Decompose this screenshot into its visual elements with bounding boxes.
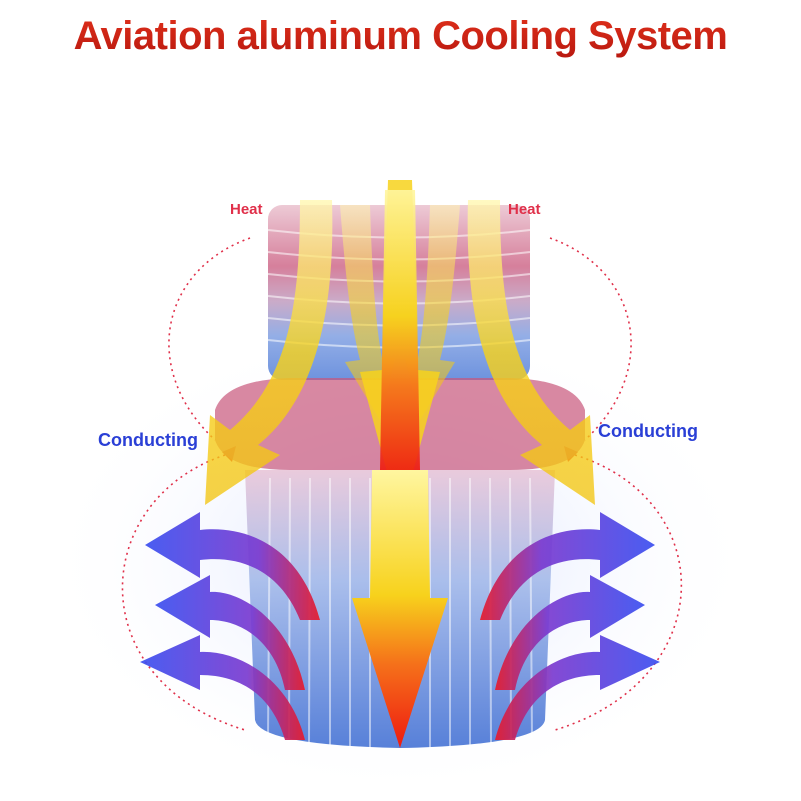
heat-label-right: Heat	[508, 201, 541, 218]
page-title: Aviation aluminum Cooling System	[0, 14, 801, 59]
heat-label-left: Heat	[230, 201, 263, 218]
conducting-label-right: Conducting	[598, 421, 698, 441]
heat-arrow-icon	[205, 200, 595, 505]
conduct-flow-dotted-left	[121, 454, 246, 731]
cooling-arrow-icon	[140, 512, 320, 740]
down-arrow-icon	[352, 470, 448, 748]
conducting-label-left: Conducting	[98, 430, 198, 450]
cooling-arrow-icon	[480, 512, 660, 740]
main-arrow-shaft	[380, 190, 420, 470]
